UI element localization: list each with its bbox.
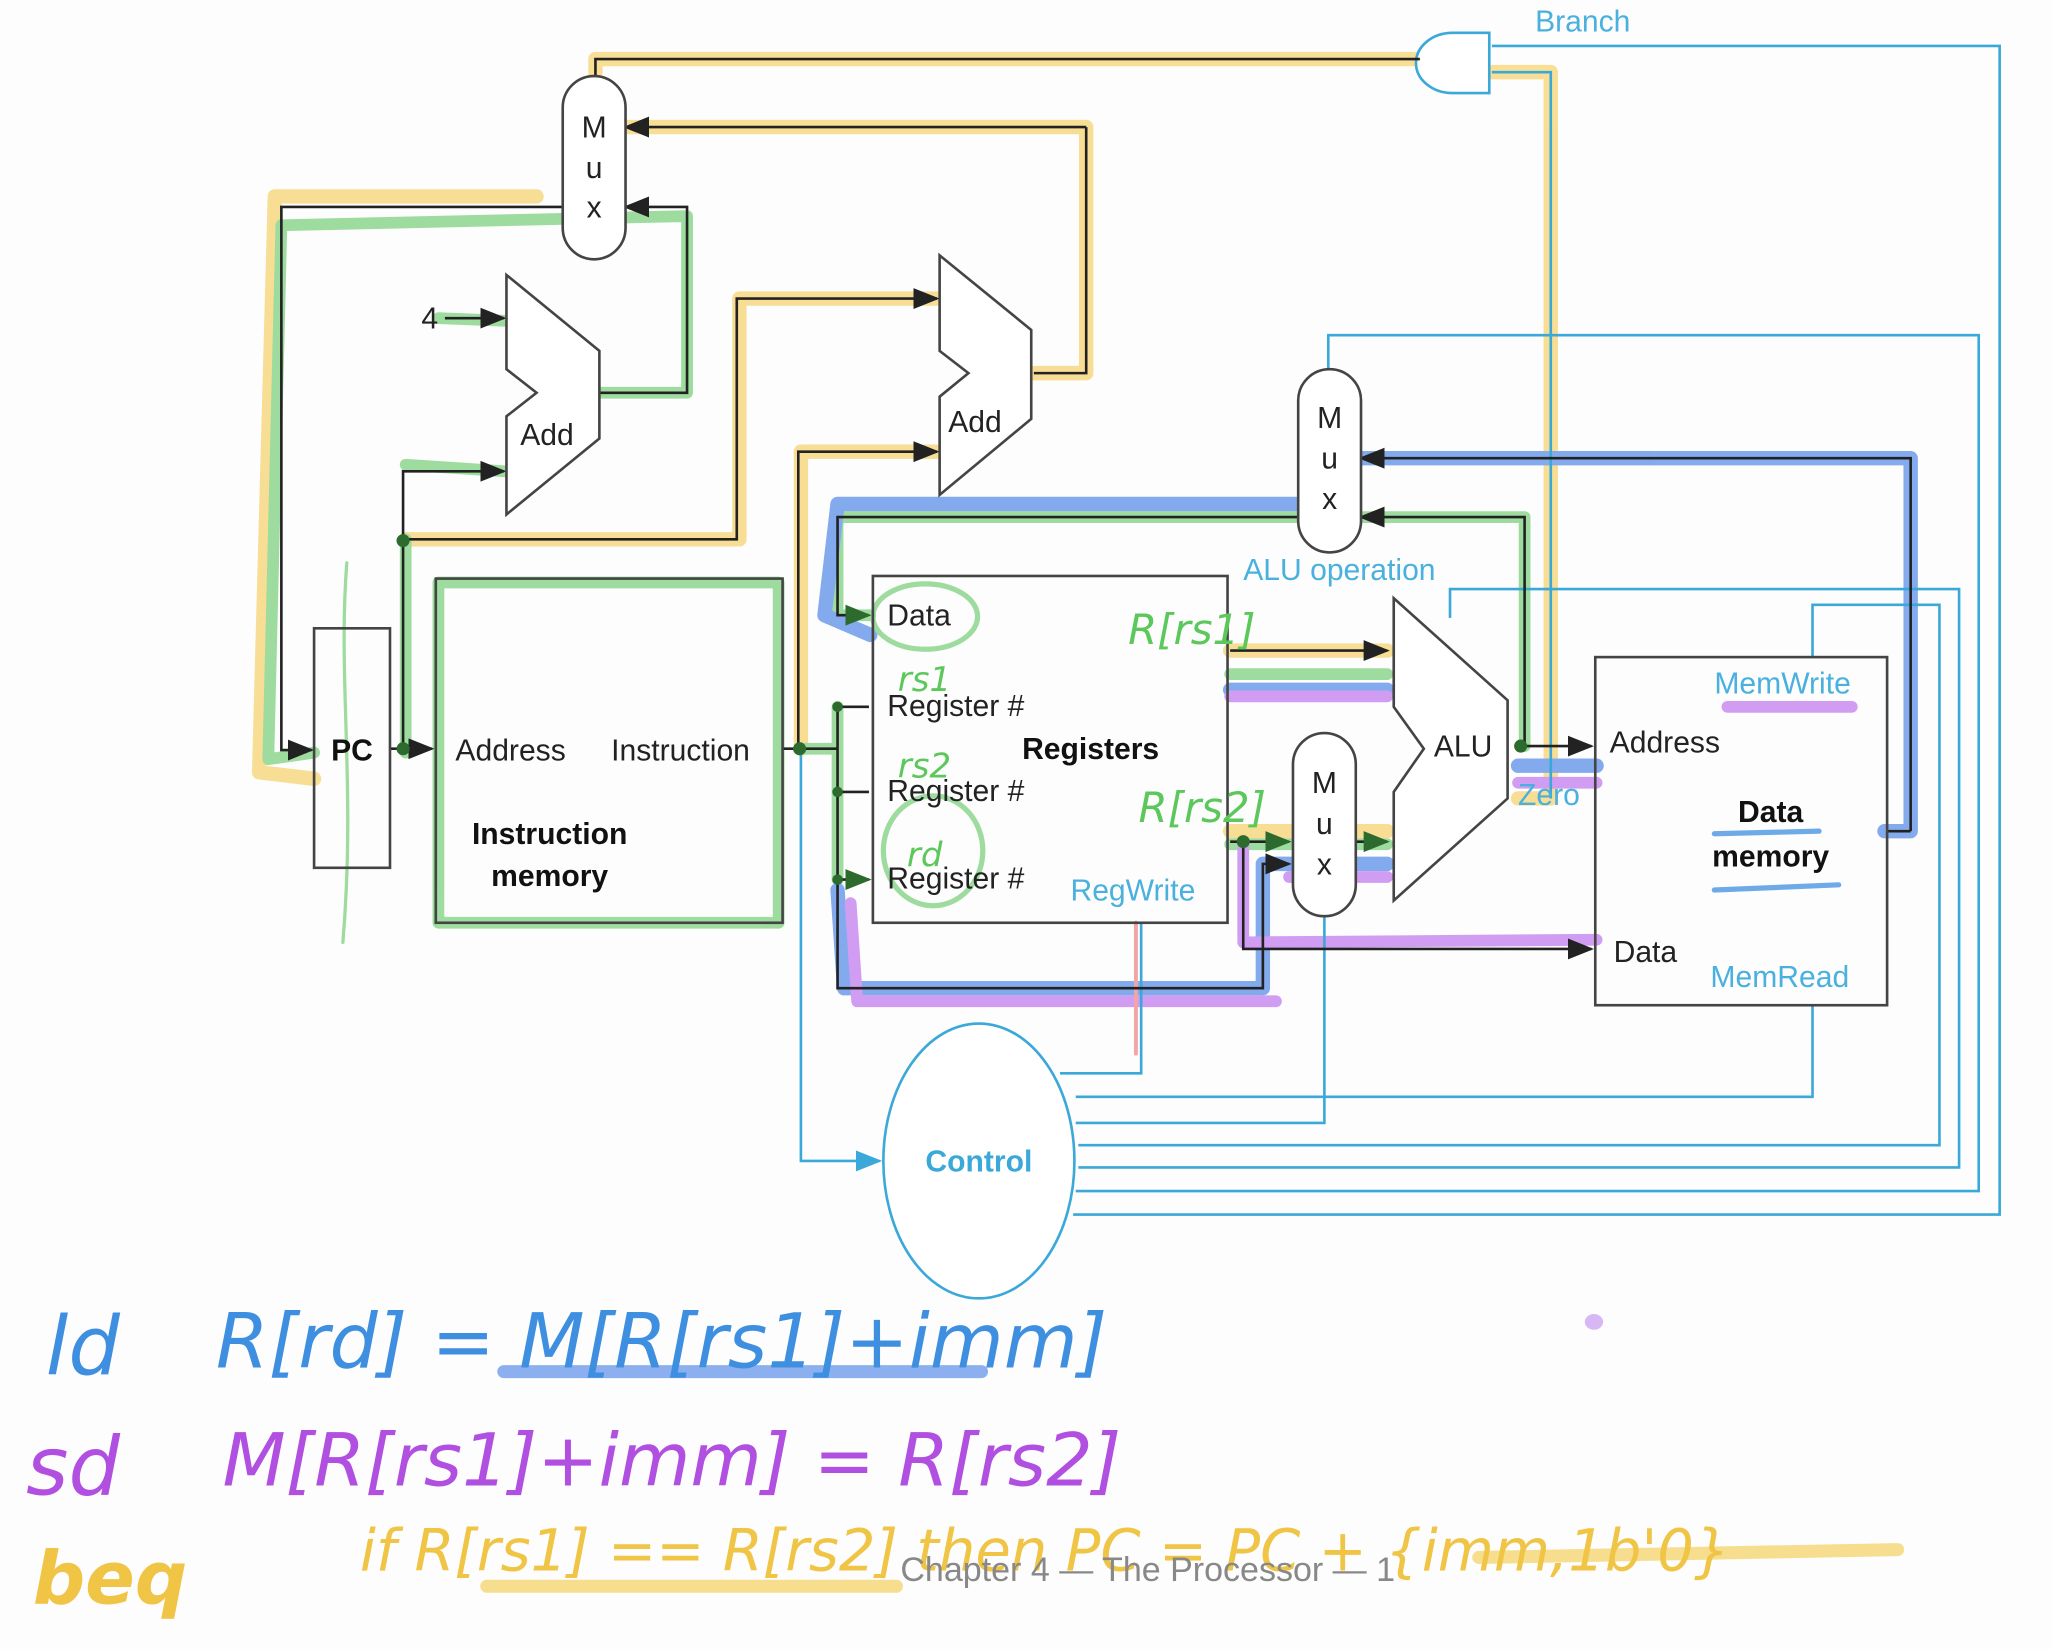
reg-read2-port: Register # (887, 775, 1024, 808)
alu-label: ALU (1434, 731, 1493, 764)
pc-label: PC (331, 734, 373, 767)
note-rs1: rs1 (898, 660, 951, 700)
pc-register[interactable]: PC (312, 627, 392, 870)
alu-operation-signal: ALU operation (1243, 554, 1435, 587)
pc-adder[interactable]: Add (505, 272, 601, 518)
constant-four: 4 (421, 303, 438, 336)
imem-title: memory (491, 860, 608, 893)
note-sd-mnemonic: sd (26, 1421, 120, 1515)
zero-signal: Zero (1518, 779, 1580, 812)
mux-letter: x (1322, 483, 1337, 516)
note-read2-value: R[rs2] (1139, 783, 1266, 832)
note-ld-expression: R[rd] = M[R[rs1]+imm] (216, 1298, 1107, 1386)
dmem-title: Data (1738, 796, 1803, 829)
data-memory[interactable]: Address Data Data memory MemWrite MemRea… (1593, 655, 1889, 1007)
registers-title: Registers (1022, 733, 1159, 766)
mux-letter: x (1317, 848, 1332, 881)
reg-read1-port: Register # (887, 690, 1024, 723)
pc-strike-line (341, 561, 350, 945)
circle-rd-port (880, 793, 986, 909)
branch-signal: Branch (1535, 6, 1630, 39)
imem-address-port: Address (455, 734, 565, 767)
pc-source-mux[interactable]: M u x (561, 74, 627, 261)
control-wires (799, 31, 2001, 1216)
regwrite-signal: RegWrite (1070, 875, 1195, 908)
reg-write-port: Register # (887, 863, 1024, 896)
dmem-data-port: Data (1614, 936, 1678, 969)
data-wires (280, 57, 1912, 990)
imem-instruction-port: Instruction (611, 734, 750, 767)
pc-adder-label: Add (520, 419, 574, 452)
dmem-title: memory (1712, 840, 1829, 873)
note-rs2: rs2 (898, 747, 951, 787)
note-beq-mnemonic: beq (33, 1536, 188, 1621)
handwritten-port-notes: rs1 rs2 rd R[rs1] R[rs2] (898, 605, 1266, 875)
alu[interactable]: ALU Zero (1392, 595, 1580, 904)
instruction-notes: ld R[rd] = M[R[rs1]+imm] sd M[R[rs1]+imm… (26, 1298, 1905, 1621)
dmem-address-port: Address (1610, 727, 1720, 760)
stray-pen-mark (1584, 1314, 1604, 1330)
mux-letter: u (1316, 808, 1333, 841)
beq-underline (480, 1543, 1905, 1593)
reg-data-port: Data (887, 600, 951, 633)
branch-and-gate (1414, 31, 1491, 95)
writeback-mux[interactable]: M u x (1296, 367, 1363, 554)
memwrite-signal: MemWrite (1714, 668, 1850, 701)
data-memory-underline (1711, 828, 1842, 893)
note-rd: rd (907, 835, 943, 875)
mux-letter: u (586, 152, 603, 185)
branch-adder[interactable]: Add (938, 252, 1033, 498)
register-file[interactable]: Data Register # Register # Register # Re… (871, 574, 1229, 925)
control-label: Control (925, 1145, 1032, 1178)
control-unit[interactable]: Control (882, 1022, 1076, 1300)
memread-signal: MemRead (1710, 961, 1849, 994)
note-sd-expression: M[R[rs1]+imm] = R[rs2] (222, 1418, 1121, 1503)
alusrc-mux[interactable]: M u x (1291, 731, 1358, 918)
mux-letter: M (1317, 402, 1342, 435)
branch-adder-label: Add (948, 406, 1002, 439)
mux-letter: M (582, 112, 607, 145)
instruction-memory[interactable]: Address Instruction Instruction memory (434, 577, 784, 925)
note-beq-expression: if R[rs1] == R[rs2] then PC = PC + {imm,… (360, 1518, 1731, 1585)
mux-letter: x (587, 191, 602, 224)
imem-title: Instruction (472, 818, 627, 851)
note-read1-value: R[rs1] (1128, 605, 1255, 654)
mux-letter: M (1312, 767, 1337, 800)
note-ld-mnemonic: ld (46, 1300, 121, 1394)
slide-footer: Chapter 4 — The Processor — 1 (900, 1551, 1395, 1589)
mux-letter: u (1321, 443, 1338, 476)
